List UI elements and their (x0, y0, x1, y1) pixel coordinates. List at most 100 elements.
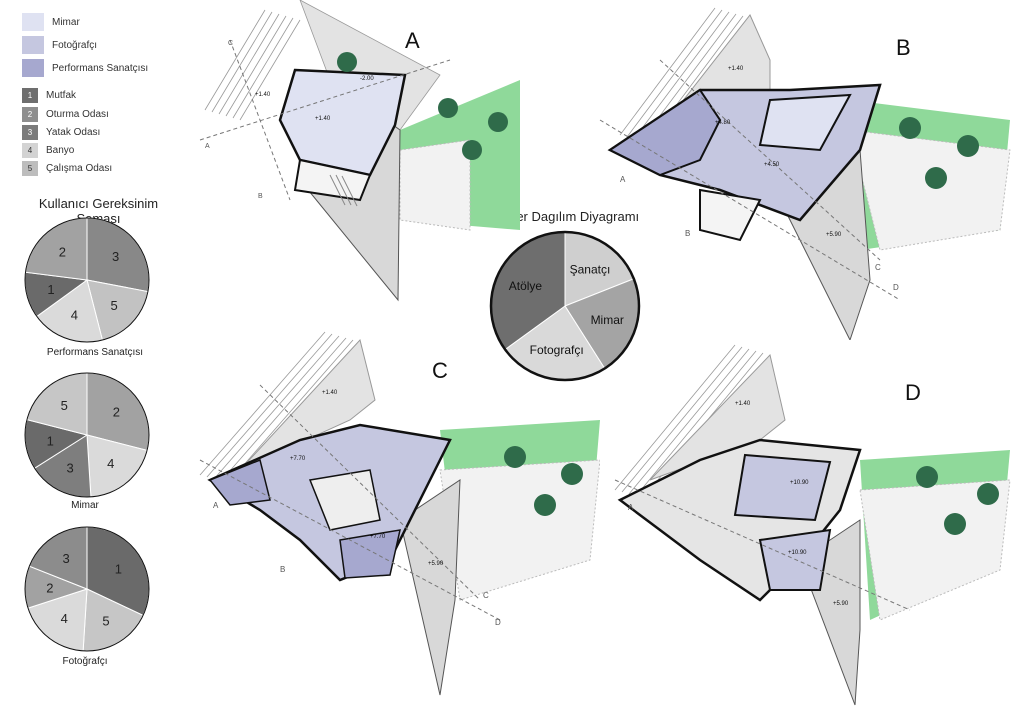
level-label: -2.00 (360, 76, 374, 82)
entry-zone (699, 188, 762, 242)
gravel-area (859, 479, 1011, 621)
section-letter: B (685, 229, 690, 238)
upper-room (758, 528, 832, 591)
floor-plan-b: +1.40 +4.80 +4.50 +5.90 A B C D (599, 7, 1011, 340)
tree-icon (462, 140, 482, 160)
pie-slice-label: 4 (61, 611, 68, 626)
legend-swatch (22, 59, 44, 77)
pie-slice-label: 3 (62, 551, 69, 566)
pie-slice-label: 2 (113, 405, 120, 420)
section-line (659, 59, 881, 261)
level-label: +4.80 (715, 120, 731, 126)
pie-caption-performans: Performans Sanatçısı (46, 347, 144, 358)
tree-icon (944, 513, 966, 535)
pie-slice-label: 5 (111, 298, 118, 313)
level-label: +1.40 (255, 92, 271, 98)
legend-swatch (22, 13, 44, 31)
pie-slice-label: Mimar (591, 313, 624, 327)
room-legend-banyo: 4 Banyo (22, 142, 74, 158)
pie-slice-label: 4 (107, 456, 114, 471)
tree-icon (977, 483, 999, 505)
section-line (259, 384, 481, 601)
stair-hatch (204, 9, 301, 121)
room-number: 3 (22, 124, 38, 140)
legend-item-fotografci: Fotoğrafçı (22, 35, 97, 55)
pie-outline (24, 526, 150, 652)
gravel-area (399, 139, 471, 231)
room-legend-yatak: 3 Yatak Odası (22, 124, 100, 140)
level-label: +7.70 (290, 456, 306, 462)
level-label: +10.90 (790, 480, 809, 486)
pie-caption-fotografci: Fotoğrafçı (62, 656, 108, 667)
level-label: +7.70 (370, 534, 386, 540)
room-number: 1 (22, 87, 38, 103)
tree-icon (337, 52, 357, 72)
level-label: +1.40 (735, 401, 751, 407)
tree-icon (561, 463, 583, 485)
level-label: +5.90 (833, 601, 849, 607)
distribution-title: Yer Dagılım Diyagramı (508, 209, 640, 224)
section-letter: A (620, 175, 626, 184)
platform-shape (399, 479, 461, 696)
section-letter: A (628, 503, 634, 512)
legend-item-performans: Performans Sanatçısı (22, 58, 148, 78)
section-letter: A (213, 501, 219, 510)
performans-room (608, 88, 722, 177)
section-letter: B (258, 193, 263, 200)
pie-slice-label: 3 (112, 249, 119, 264)
section-line (599, 119, 901, 301)
room-label: Oturma Odası (46, 108, 109, 120)
legend-label: Performans Sanatçısı (52, 62, 149, 74)
tree-icon (438, 98, 458, 118)
plan-letter-a: A (405, 28, 420, 53)
room-shape (208, 458, 271, 506)
pie-slice (24, 217, 88, 281)
section-letter: A (205, 143, 210, 150)
section-line (199, 459, 501, 621)
room-number: 4 (22, 142, 38, 158)
level-label: +5.90 (428, 561, 444, 567)
room-number: 2 (22, 106, 38, 122)
tree-icon (534, 494, 556, 516)
section-line (229, 39, 291, 201)
room-number: 5 (22, 160, 38, 176)
level-label: +1.40 (322, 390, 338, 396)
pie-slice-label: 5 (61, 398, 68, 413)
room-label: Çalışma Odası (46, 162, 113, 174)
pie-outline (24, 217, 150, 343)
section-letter: D (893, 283, 899, 292)
pie-slice-label: 2 (59, 245, 66, 260)
room-legend-oturma: 2 Oturma Odası (22, 106, 109, 122)
pie-slice-label: Fotografçı (530, 343, 584, 357)
pie-slice-label: 4 (71, 308, 78, 323)
pie-slice-label: 1 (47, 433, 54, 448)
level-label: +10.90 (788, 550, 807, 556)
plan-letter-c: C (432, 358, 448, 383)
stair-lines (329, 174, 358, 207)
pie-outline (24, 372, 150, 498)
floor-plan-d: +1.40 +10.90 +10.90 +5.90 A (614, 344, 1011, 706)
pie-slice-label: 1 (115, 562, 122, 577)
terrace-shape (239, 338, 376, 471)
mimar-room (758, 93, 852, 152)
tree-icon (925, 167, 947, 189)
pie-slice-label: Şanatçı (570, 262, 611, 276)
section-letter: B (280, 565, 285, 574)
plan-letter-d: D (905, 380, 921, 405)
level-label: +4.50 (764, 162, 780, 168)
pie-slice-label: 5 (102, 614, 109, 629)
tree-icon (916, 466, 938, 488)
level-label: +1.40 (728, 66, 744, 72)
room-label: Mutfak (46, 89, 77, 101)
legend-label: Fotoğrafçı (52, 39, 98, 51)
section-line (199, 59, 451, 141)
section-letter: C (228, 40, 233, 47)
section-line (614, 479, 911, 611)
legend-label: Mimar (52, 16, 80, 28)
section-letter: D (495, 618, 501, 627)
section-letter: C (875, 263, 881, 272)
pie-outline (489, 230, 641, 382)
